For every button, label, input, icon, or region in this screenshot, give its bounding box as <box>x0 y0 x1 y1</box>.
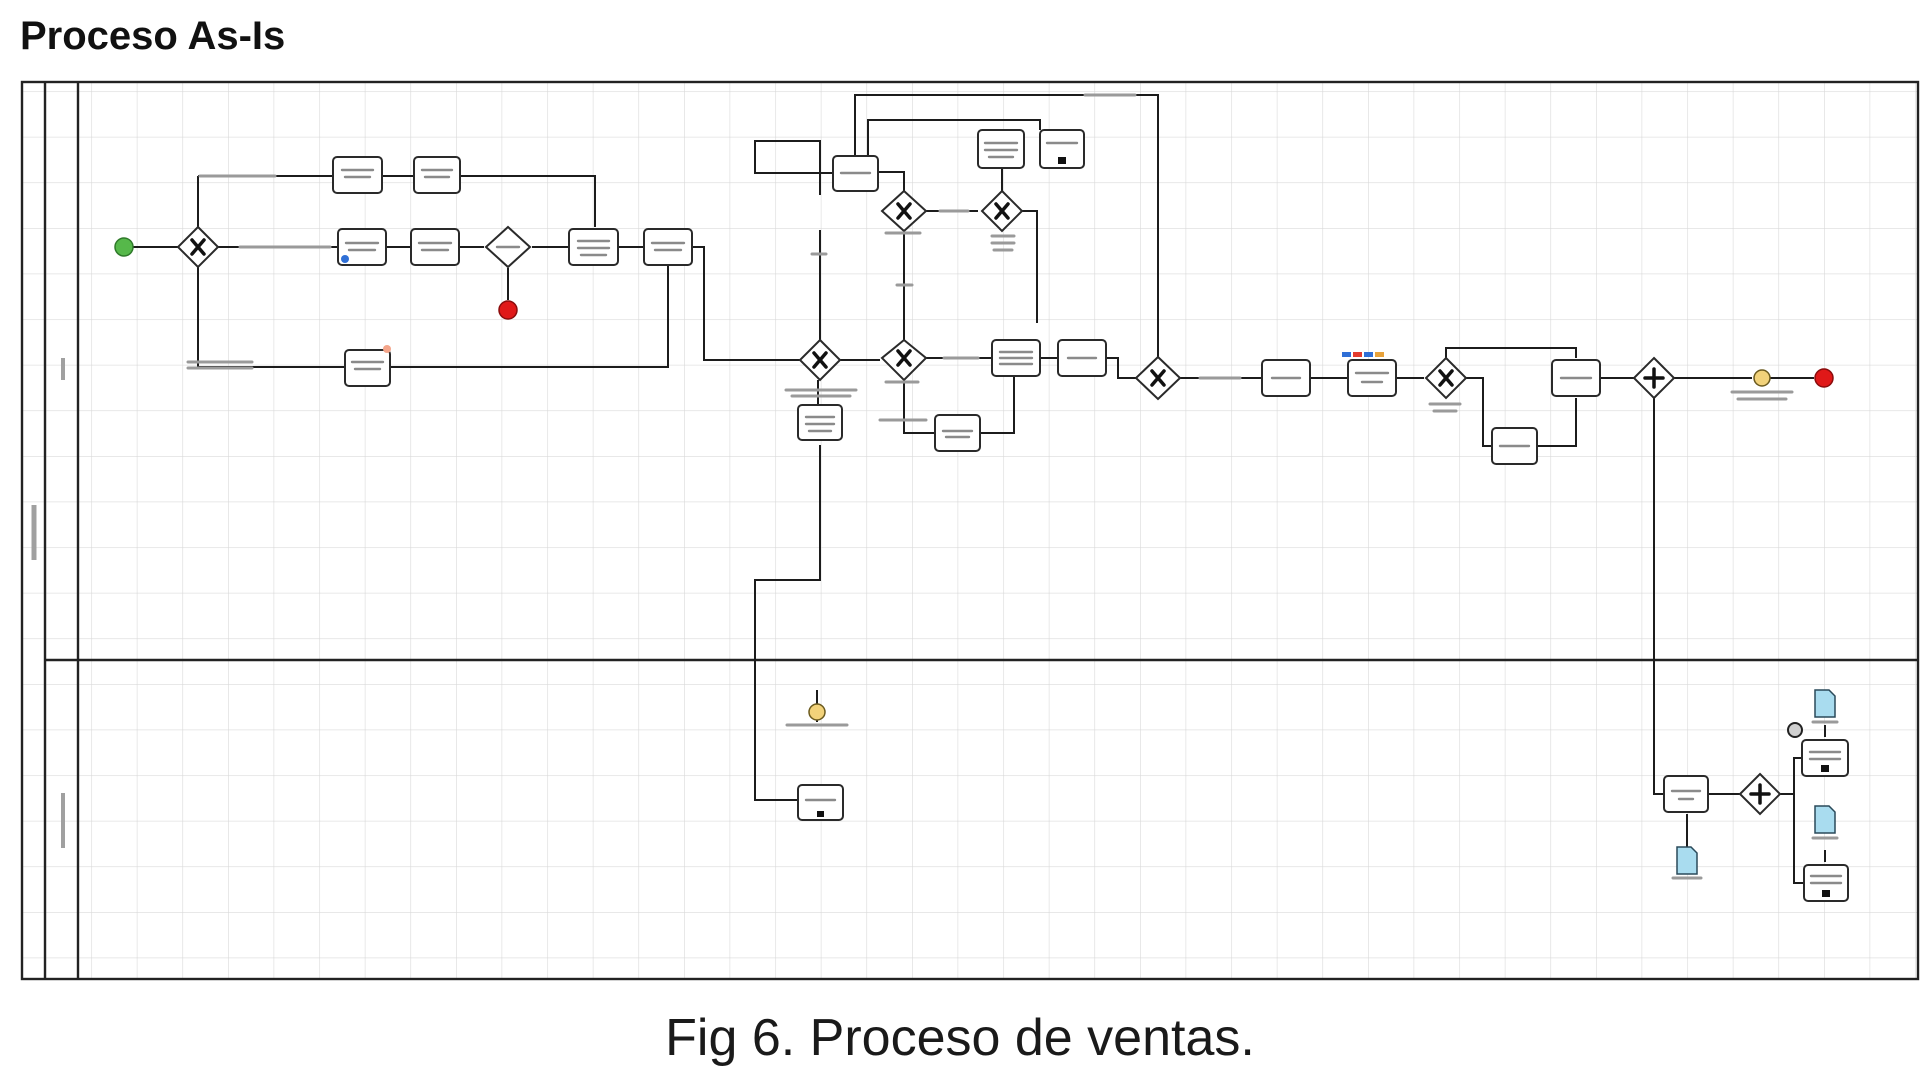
x-mark-icon <box>190 238 206 256</box>
x-mark-icon <box>812 351 828 369</box>
tasks <box>332 129 1849 902</box>
x-mark-icon <box>1438 369 1454 387</box>
task <box>1803 864 1849 902</box>
page-title: Proceso As-Is <box>20 14 286 58</box>
task-markers <box>341 255 1384 357</box>
exclusive-gateway <box>880 189 928 233</box>
task <box>797 784 844 821</box>
intermediate-event <box>1787 722 1803 738</box>
parallel-gateway <box>1632 356 1676 400</box>
task <box>1347 359 1397 397</box>
task <box>332 156 383 194</box>
task <box>568 228 619 266</box>
task <box>413 156 461 194</box>
plus-icon <box>1643 367 1665 389</box>
task <box>1057 339 1107 377</box>
task <box>832 155 879 192</box>
intermediate-event <box>1753 369 1771 387</box>
task <box>977 129 1025 169</box>
task <box>797 404 843 441</box>
exclusive-gateway <box>980 189 1024 233</box>
x-mark-icon <box>994 202 1010 220</box>
x-mark-icon <box>896 202 912 220</box>
exclusive-gateway <box>1424 356 1468 400</box>
exclusive-gateway <box>176 225 220 269</box>
pool <box>20 80 1920 981</box>
x-mark-icon <box>1150 369 1166 387</box>
gateways <box>176 189 1782 816</box>
user-icon <box>341 255 349 263</box>
element-labels <box>186 93 1839 880</box>
parallel-gateway <box>1738 772 1782 816</box>
task <box>337 228 387 266</box>
task <box>934 414 981 452</box>
exclusive-gateway <box>880 338 928 382</box>
plus-icon <box>1749 783 1771 805</box>
task <box>1261 359 1311 397</box>
task <box>643 228 693 266</box>
exclusive-gateway <box>1134 355 1182 401</box>
data-objects <box>1676 689 1836 875</box>
document-icon <box>1676 846 1698 875</box>
start-event <box>114 237 134 257</box>
task <box>1801 739 1849 777</box>
marker-icon <box>1364 352 1373 357</box>
exclusive-gateway <box>798 338 842 382</box>
task <box>1551 359 1601 397</box>
intermediate-event <box>808 703 826 721</box>
marker-icon <box>383 345 391 353</box>
marker-icon <box>1353 352 1362 357</box>
figure-caption: Fig 6. Proceso de ventas. <box>665 1009 1255 1067</box>
task <box>991 339 1041 377</box>
events <box>114 237 1834 738</box>
task <box>1491 427 1538 465</box>
task <box>344 349 391 387</box>
marker-icon <box>1342 352 1351 357</box>
pool-border <box>20 80 1920 981</box>
task <box>1663 775 1709 813</box>
task <box>410 228 460 266</box>
diagram-grid <box>22 82 1918 979</box>
document-icon <box>1814 689 1836 718</box>
gateway <box>484 225 532 269</box>
end-event <box>498 300 518 320</box>
task <box>1039 129 1085 169</box>
marker-icon <box>1375 352 1384 357</box>
x-mark-icon <box>896 349 912 367</box>
document-icon <box>1814 805 1836 834</box>
end-event <box>1814 368 1834 388</box>
